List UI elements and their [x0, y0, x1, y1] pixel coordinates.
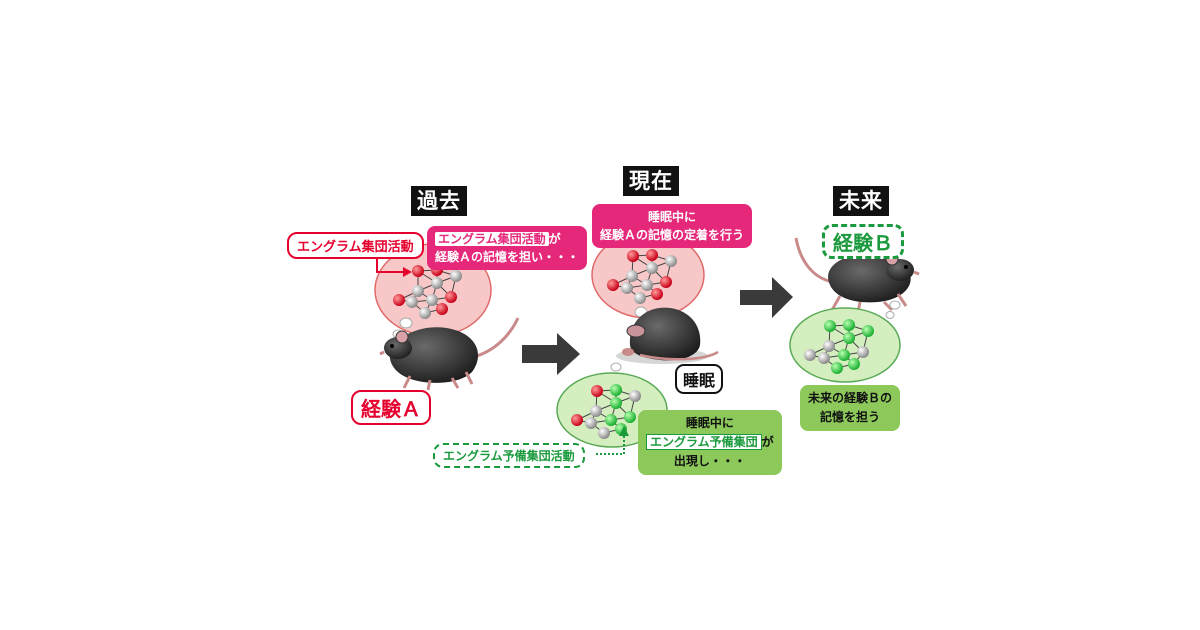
title-future: 未来 — [833, 186, 889, 216]
sleep-label: 睡眠 — [675, 364, 724, 394]
future-line1: 未来の経験Ｂの — [808, 391, 893, 405]
reserve-activity-label: エングラム予備集団活動 — [433, 443, 585, 468]
past-highlight: エングラム集団活動 — [435, 232, 549, 246]
present-line1: 睡眠中に — [648, 210, 697, 224]
arrow-right-icon — [522, 333, 580, 375]
experience-b-label: 経験Ｂ — [822, 224, 904, 259]
past-line2: 経験Ａの記憶を担い・・・ — [435, 250, 580, 264]
title-past: 過去 — [411, 186, 467, 216]
experience-a-label: 経験Ａ — [351, 390, 431, 425]
mouse-sleeping-icon — [616, 307, 719, 364]
future-green-bubble — [789, 307, 901, 383]
past-description-box: エングラム集団活動が 経験Ａの記憶を担い・・・ — [427, 226, 588, 270]
arrow-right-icon-2 — [740, 277, 793, 318]
future-green-neurons — [804, 319, 874, 374]
mouse-walking-icon — [379, 317, 520, 391]
green-highlight: エングラム予備集団 — [646, 434, 762, 450]
past-suffix: が — [548, 232, 561, 246]
future-description-box: 未来の経験Ｂの 記憶を担う — [800, 385, 901, 431]
present-green-neurons — [571, 384, 641, 439]
present-description-box: 睡眠中に 経験Ａの記憶の定着を行う — [592, 204, 753, 248]
present-line2: 経験Ａの記憶の定着を行う — [600, 228, 745, 242]
engram-activity-label: エングラム集団活動 — [287, 232, 424, 259]
future-line2: 記憶を担う — [820, 410, 881, 424]
title-present: 現在 — [623, 166, 679, 196]
present-green-box: 睡眠中に エングラム予備集団が 出現し・・・ — [638, 410, 782, 475]
green-line1: 睡眠中に — [685, 416, 734, 430]
green-suffix: が — [761, 435, 774, 449]
present-neurons — [607, 249, 677, 304]
future-bubble-dots — [885, 300, 901, 319]
reserve-pointer-arrow — [596, 426, 629, 455]
green-line3: 出現し・・・ — [673, 454, 746, 468]
